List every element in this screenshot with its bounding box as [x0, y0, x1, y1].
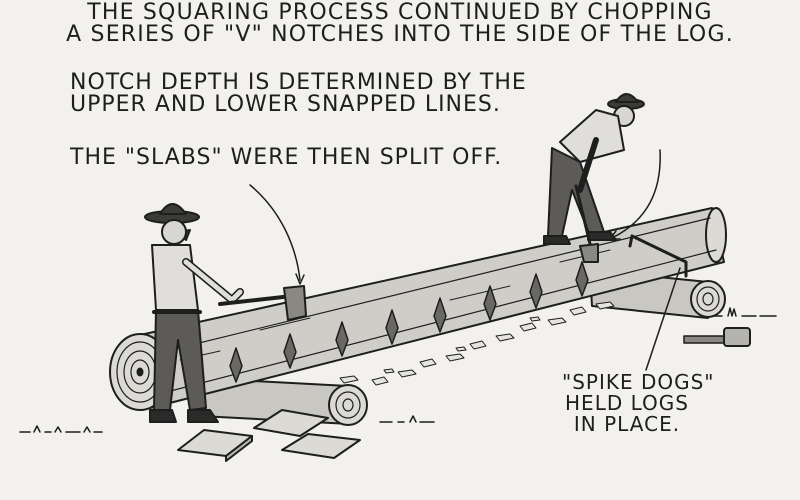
caption-spike-dogs: "SPIKE DOGS" HELD LOGS IN PLACE. [562, 370, 715, 436]
felling-axe-icon [574, 184, 599, 263]
caption-spike-dogs-line: IN PLACE. [573, 412, 681, 436]
caption-title: THE SQUARING PROCESS CONTINUED BY CHOPPI… [0, 0, 800, 48]
caption-notch-line: NOTCH DEPTH IS DETERMINED BY THE [70, 70, 527, 95]
wood-chips [339, 301, 615, 386]
caption-title-line: THE SQUARING PROCESS CONTINUED BY CHOPPI… [87, 0, 713, 25]
caption-slabs: THE "SLABS" WERE THEN SPLIT OFF. [70, 145, 503, 170]
caption-spike-dogs-line: HELD LOGS [565, 391, 689, 415]
broad-axe-icon [218, 285, 307, 321]
ground-grass [19, 307, 777, 433]
woodsman-right-figure [543, 93, 645, 245]
caption-notch-line: UPPER AND LOWER SNAPPED LINES. [70, 92, 501, 118]
support-log-front [197, 377, 368, 426]
leader-lines [249, 149, 681, 371]
v-notches [229, 261, 589, 383]
caption-title-line: A SERIES OF "V" NOTCHES INTO THE SIDE OF… [66, 22, 734, 48]
mallet-icon [683, 327, 751, 347]
caption-spike-dogs-line: "SPIKE DOGS" [562, 370, 715, 394]
split-slabs [177, 409, 361, 462]
caption-notch-depth: NOTCH DEPTH IS DETERMINED BY THE UPPER A… [70, 70, 527, 118]
spike-dog-icon [628, 234, 688, 278]
woodsman-left-figure [144, 203, 244, 423]
